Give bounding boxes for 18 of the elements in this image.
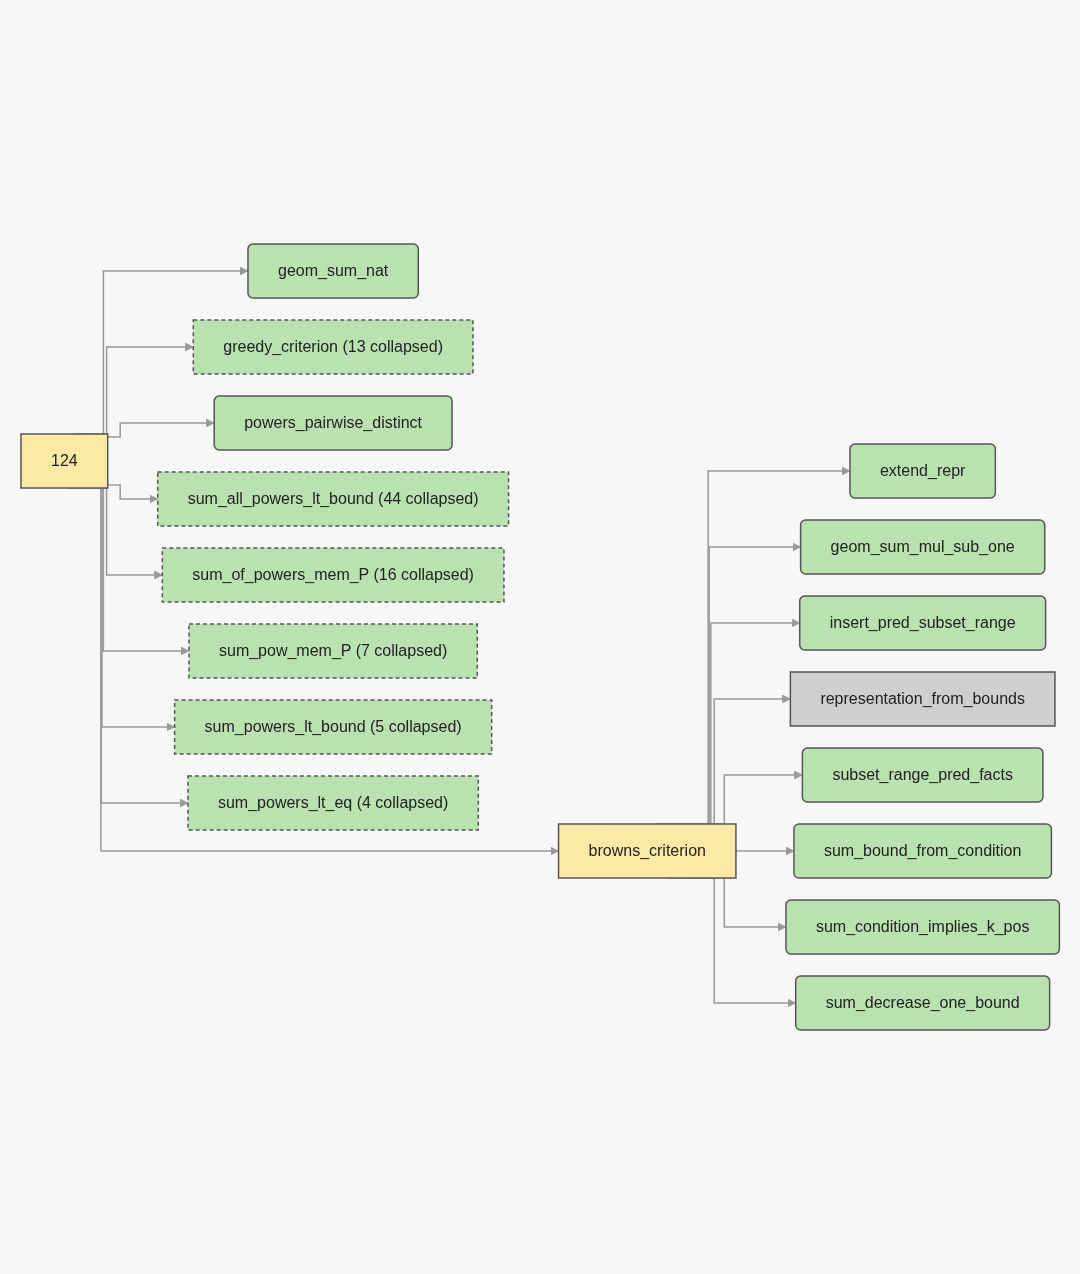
node-box: sum_bound_from_condition — [793, 823, 1052, 879]
node-box: insert_pred_subset_range — [798, 595, 1047, 651]
node-box: sum_powers_lt_eq (4 collapsed) — [187, 775, 479, 831]
node-box: greedy_criterion (13 collapsed) — [192, 319, 474, 375]
node-box: sum_pow_mem_P (7 collapsed) — [188, 623, 478, 679]
node-box: geom_sum_nat — [247, 243, 419, 299]
node-box: powers_pairwise_distinct — [213, 395, 453, 451]
node-box: sum_condition_implies_k_pos — [785, 899, 1060, 955]
node-box: extend_repr — [849, 443, 996, 499]
node-box: sum_decrease_one_bound — [794, 975, 1051, 1031]
node-box: sum_powers_lt_bound (5 collapsed) — [173, 699, 493, 755]
node-box: representation_from_bounds — [789, 671, 1056, 727]
node-box: browns_criterion — [557, 823, 737, 879]
node-box: 124 — [20, 433, 109, 489]
node-box: sum_all_powers_lt_bound (44 collapsed) — [156, 471, 510, 527]
node-box: geom_sum_mul_sub_one — [799, 519, 1046, 575]
node-box: subset_range_pred_facts — [801, 747, 1044, 803]
node-box: sum_of_powers_mem_P (16 collapsed) — [161, 547, 505, 603]
